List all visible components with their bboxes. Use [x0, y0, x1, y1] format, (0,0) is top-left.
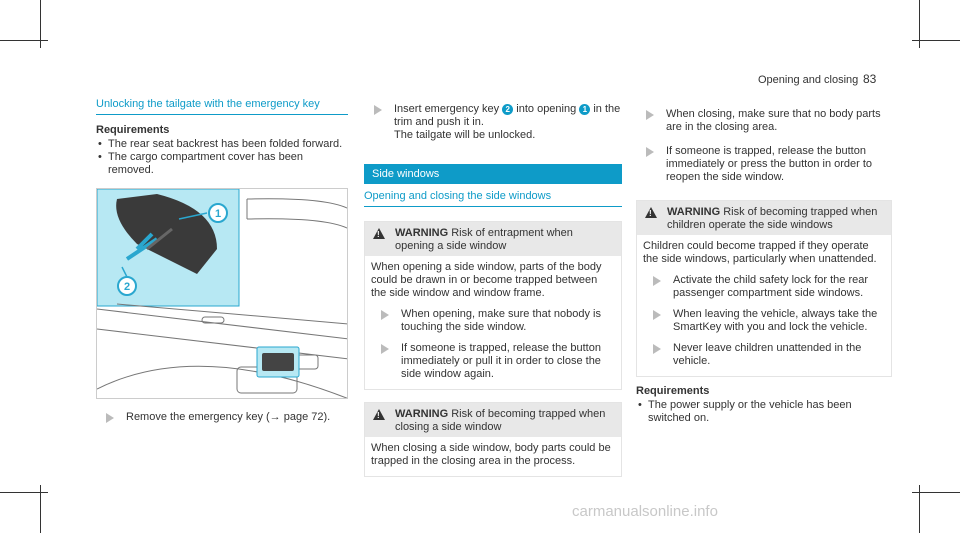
arrow-icon — [653, 276, 661, 286]
crop-mark — [0, 40, 48, 41]
arrow-icon — [381, 344, 389, 354]
crop-mark — [0, 492, 48, 493]
step-text: When closing, make sure that no body par… — [666, 108, 881, 133]
warning-header: ! WARNING Risk of becoming trapped when … — [637, 201, 891, 235]
warning-text: When closing a side window, body parts c… — [371, 442, 611, 467]
warning-body: Children could become trapped if they op… — [637, 235, 891, 376]
instruction-step: If someone is trapped, release the butto… — [636, 145, 892, 184]
section-heading: Unlocking the tailgate with the emergenc… — [96, 98, 348, 115]
list-item: The cargo compartment cover has been rem… — [96, 151, 348, 177]
warning-title: Risk of entrapment when opening a side w… — [395, 227, 573, 252]
warning-box: ! WARNING Risk of becoming trapped when … — [364, 402, 622, 477]
list-item: The power supply or the vehicle has been… — [636, 399, 892, 425]
warning-body: When opening a side window, parts of the… — [365, 256, 621, 389]
arrow-icon — [653, 310, 661, 320]
warning-box: ! WARNING Risk of entrapment when openin… — [364, 221, 622, 390]
warning-label: WARNING — [395, 408, 449, 420]
tailgate-drawing: 1 2 — [97, 189, 347, 398]
step-text: Remove the emergency key (→ page 72). — [126, 411, 331, 423]
instruction-step: When closing, make sure that no body par… — [636, 108, 892, 134]
step-text: Activate the child safety lock for the r… — [673, 274, 869, 299]
column-1: Unlocking the tailgate with the emergenc… — [96, 98, 348, 424]
tailgate-illustration: 1 2 — [96, 188, 348, 399]
warning-icon: ! — [373, 409, 385, 420]
warning-body: When closing a side window, body parts c… — [365, 437, 621, 476]
section-bar: Side windows — [364, 164, 622, 184]
instruction-step: If someone is trapped, release the butto… — [371, 342, 615, 381]
watermark: carmanualsonline.info — [572, 503, 718, 520]
list-item: The rear seat backrest has been folded f… — [96, 138, 348, 151]
step-text: Never leave children unattended in the v… — [673, 342, 862, 367]
arrow-icon — [106, 413, 114, 423]
warning-title: Risk of becoming trapped when children o… — [667, 206, 878, 231]
instruction-step: Insert emergency key 2 into opening 1 in… — [364, 103, 622, 142]
instruction-step: When leaving the vehicle, always take th… — [643, 308, 885, 334]
crop-mark — [919, 485, 920, 533]
step-text: If someone is trapped, release the butto… — [666, 145, 873, 183]
callout-2-icon: 2 — [502, 104, 514, 115]
callout-1-icon: 1 — [579, 104, 591, 115]
step-text: Insert emergency key — [394, 103, 500, 115]
column-2: Insert emergency key 2 into opening 1 in… — [364, 103, 622, 477]
crop-mark — [919, 0, 920, 48]
crop-mark — [40, 485, 41, 533]
requirements-list: The rear seat backrest has been folded f… — [96, 138, 348, 177]
requirements-list: The power supply or the vehicle has been… — [636, 399, 892, 425]
arrow-icon — [374, 105, 382, 115]
step-text: When leaving the vehicle, always take th… — [673, 308, 878, 333]
warning-title: Risk of becoming trapped when closing a … — [395, 408, 606, 433]
column-3: When closing, make sure that no body par… — [636, 108, 892, 425]
warning-label: WARNING — [667, 206, 721, 218]
warning-header: ! WARNING Risk of becoming trapped when … — [365, 403, 621, 437]
instruction-step: Activate the child safety lock for the r… — [643, 274, 885, 300]
figure-callout-1: 1 — [215, 208, 221, 220]
requirements-title: Requirements — [96, 124, 170, 136]
warning-icon: ! — [645, 207, 657, 218]
arrow-icon — [381, 310, 389, 320]
step-text: into opening — [516, 103, 577, 115]
instruction-step: Never leave children unattended in the v… — [643, 342, 885, 368]
figure-callout-2: 2 — [124, 281, 130, 293]
crop-mark — [912, 492, 960, 493]
arrow-icon — [653, 344, 661, 354]
step-result: The tailgate will be unlocked. — [394, 129, 536, 141]
page-number: 83 — [863, 72, 877, 86]
subsection-heading: Opening and closing the side windows — [364, 190, 622, 207]
step-text: When opening, make sure that nobody is t… — [401, 308, 601, 333]
instruction-step: Remove the emergency key (→ page 72). — [96, 411, 348, 424]
arrow-icon — [646, 147, 654, 157]
step-text: If someone is trapped, release the butto… — [401, 342, 601, 380]
crop-mark — [912, 40, 960, 41]
instruction-step: When opening, make sure that nobody is t… — [371, 308, 615, 334]
crop-mark — [40, 0, 41, 48]
requirements-title: Requirements — [636, 385, 710, 397]
warning-box: ! WARNING Risk of becoming trapped when … — [636, 200, 892, 377]
warning-icon: ! — [373, 228, 385, 239]
running-header: Opening and closing — [758, 74, 859, 86]
warning-header: ! WARNING Risk of entrapment when openin… — [365, 222, 621, 256]
warning-text: When opening a side window, parts of the… — [371, 261, 602, 299]
arrow-icon — [646, 110, 654, 120]
warning-label: WARNING — [395, 227, 449, 239]
step-text: in the trim and push it in. — [394, 103, 621, 128]
warning-text: Children could become trapped if they op… — [643, 240, 877, 265]
